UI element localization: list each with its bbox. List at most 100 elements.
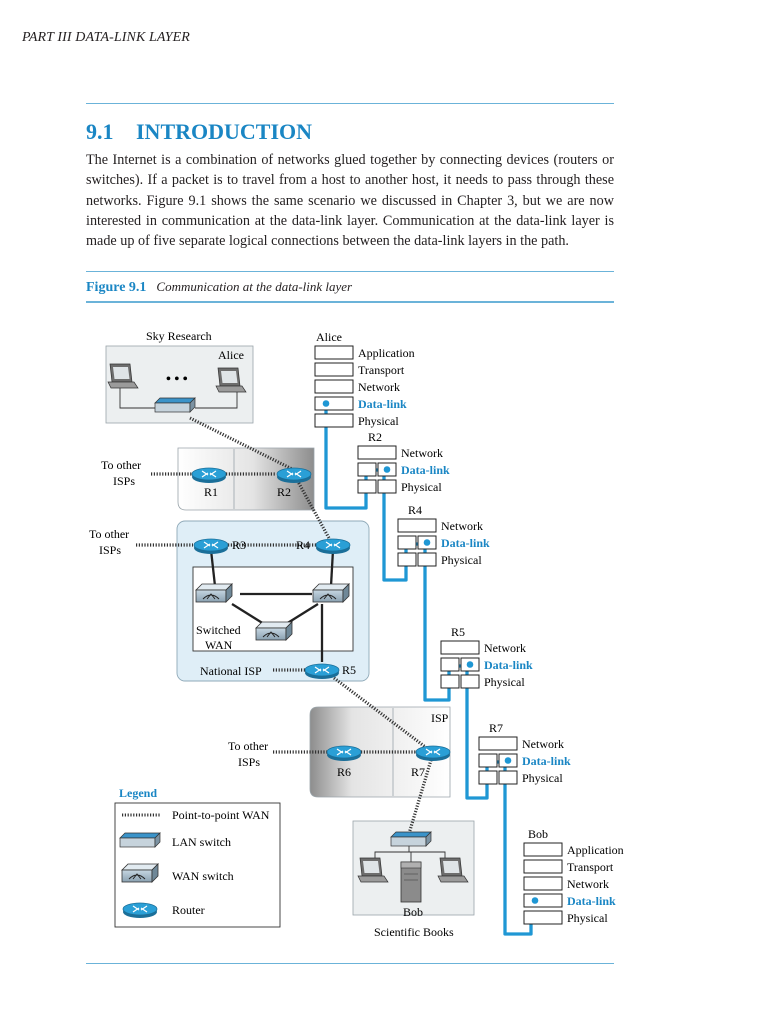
stack-title: Alice [316, 330, 342, 344]
router-icon [276, 467, 312, 484]
layer-box [440, 674, 460, 689]
body-paragraph: The Internet is a combination of network… [86, 152, 614, 250]
bob-host-label: Bob [403, 905, 423, 919]
router-icon [315, 538, 351, 555]
legend-title: Legend [119, 786, 157, 800]
wan-switch-icon [195, 583, 233, 603]
stack-bob: BobApplicationTransportNetworkData-linkP… [523, 827, 624, 925]
section-rule [86, 103, 614, 104]
layer-label: Data-link [484, 658, 533, 672]
layer-box [523, 842, 563, 857]
data-link-dot [383, 466, 391, 473]
layer-label: Application [567, 843, 624, 857]
alice-host-label: Alice [218, 348, 244, 362]
router-label-r1: R1 [204, 485, 218, 499]
switched-wan-label-1: Switched [196, 623, 241, 637]
legend-item-wan-switch: WAN switch [172, 869, 234, 883]
layer-box [357, 445, 397, 460]
switched-wan-label-2: WAN [205, 638, 233, 652]
layer-label: Physical [567, 911, 608, 925]
isp-network [309, 706, 451, 798]
to-other-isps-label: ISPs [238, 755, 260, 769]
stack-title: R7 [489, 721, 503, 735]
router-label-r5: R5 [342, 663, 356, 677]
stack-title: R4 [408, 503, 422, 517]
to-other-isps-label: To other [89, 527, 129, 541]
lan-switch-icon [119, 832, 161, 848]
router-label-r6: R6 [337, 765, 351, 779]
more-hosts-ellipsis: • • • [166, 372, 188, 387]
layer-box [357, 479, 377, 494]
to-other-isps-label: To other [228, 739, 268, 753]
router-label-r2: R2 [277, 485, 291, 499]
layer-box [397, 535, 417, 550]
lan-switch-icon [390, 831, 432, 847]
layer-label: Data-link [358, 397, 407, 411]
to-other-isps-label: ISPs [99, 543, 121, 557]
router-icon [326, 745, 362, 762]
figure-title: Communication at the data-link layer [156, 279, 353, 294]
data-link-dot [466, 661, 474, 668]
layer-box [440, 657, 460, 672]
layer-label: Physical [441, 553, 482, 567]
layer-label: Network [358, 380, 400, 394]
lan-switch-icon [154, 397, 196, 413]
layer-box [478, 770, 498, 785]
router-label-r7: R7 [411, 765, 425, 779]
wan-switch-icon [312, 583, 350, 603]
layer-label: Transport [358, 363, 405, 377]
section-title: INTRODUCTION [136, 119, 313, 144]
figure-bottom-rule [86, 963, 614, 964]
layer-box [397, 552, 417, 567]
layer-label: Network [441, 519, 483, 533]
layer-label: Data-link [522, 754, 571, 768]
layer-box [460, 674, 480, 689]
layer-label: Transport [567, 860, 614, 874]
layer-label: Data-link [567, 894, 616, 908]
layer-box [314, 413, 354, 428]
router-icon [122, 902, 158, 919]
data-link-dot [504, 757, 512, 764]
figure-top-rule [86, 271, 614, 272]
router-icon [193, 538, 229, 555]
layer-box [357, 462, 377, 477]
layer-label: Application [358, 346, 415, 360]
layer-box [523, 893, 563, 908]
legend-item-point-to-point: Point-to-point WAN [172, 808, 270, 822]
layer-label: Network [484, 641, 526, 655]
layer-label: Network [522, 737, 564, 751]
layer-box [478, 753, 498, 768]
figure-caption: Figure 9.1 Communication at the data-link… [86, 279, 352, 296]
router-label-r4: R4 [296, 538, 310, 552]
figure-caption-rule [86, 301, 614, 303]
layer-label: Network [401, 446, 443, 460]
layer-box [523, 859, 563, 874]
layer-box [314, 396, 354, 411]
wan-switch-icon [255, 621, 293, 641]
layer-stacks: AliceApplicationTransportNetworkData-lin… [314, 330, 624, 936]
layer-box [377, 479, 397, 494]
national-isp-label: National ISP [200, 664, 262, 678]
stack-title: R2 [368, 430, 382, 444]
router-label-r3: R3 [232, 538, 246, 552]
wan-switch-icon [121, 863, 159, 883]
to-other-isps-label: To other [101, 458, 141, 472]
layer-label: Physical [401, 480, 442, 494]
to-other-isps-label: ISPs [113, 474, 135, 488]
layer-box [314, 345, 354, 360]
section-number: 9.1 [86, 119, 114, 144]
sky-research-label: Sky Research [146, 329, 212, 343]
layer-label: Data-link [441, 536, 490, 550]
data-link-dot [423, 539, 431, 546]
layer-label: Network [567, 877, 609, 891]
stack-title: Bob [528, 827, 548, 841]
layer-label: Data-link [401, 463, 450, 477]
layer-label: Physical [484, 675, 525, 689]
figure-label: Figure 9.1 [86, 280, 147, 295]
stack-title: R5 [451, 625, 465, 639]
